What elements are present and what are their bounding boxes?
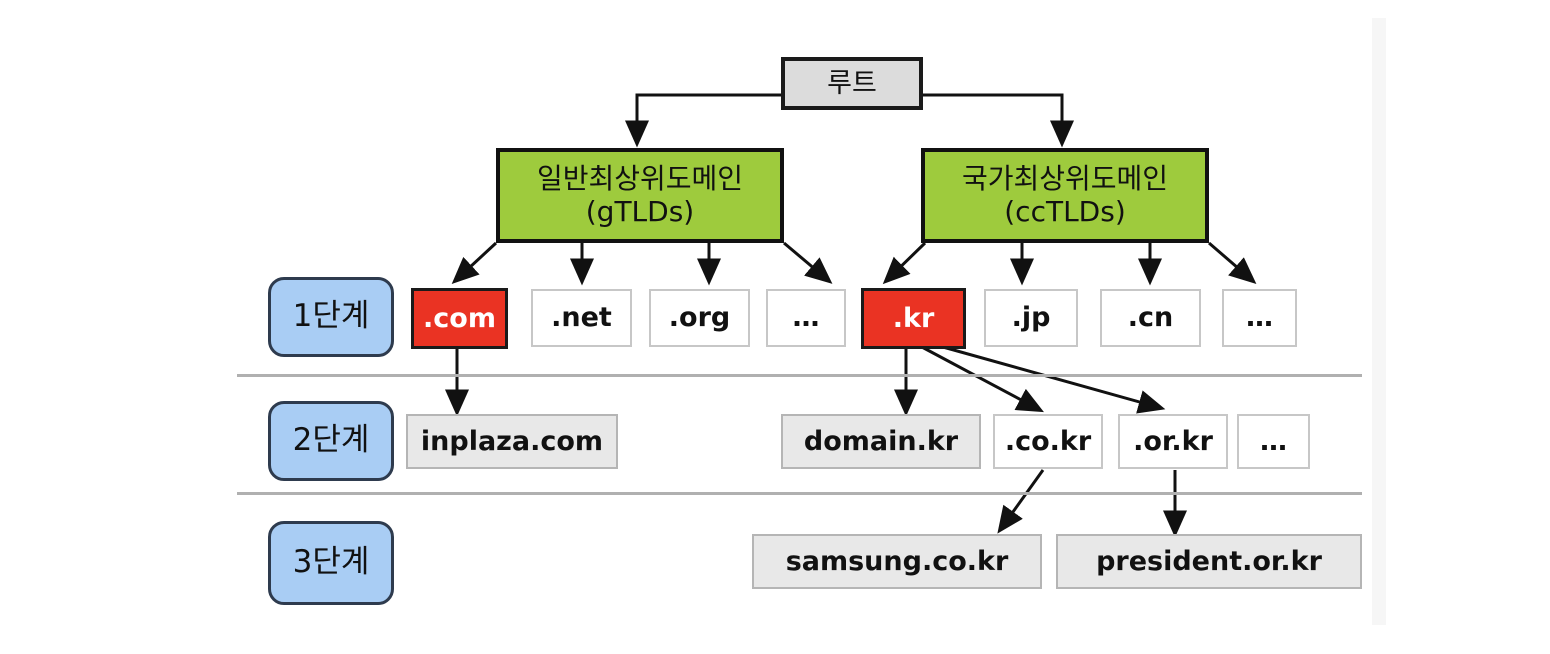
edge-cokr-to-samsung: [997, 469, 1045, 534]
separator-level2-level3: [237, 492, 1362, 495]
edge-root-to-gtld: [625, 93, 781, 148]
separator-level1-level2: [237, 374, 1362, 377]
node-tld-com-label: .com: [423, 302, 496, 334]
node-tld-cn[interactable]: .cn: [1100, 289, 1201, 347]
node-domain-samsung-label: samsung.co.kr: [785, 545, 1009, 577]
edge-gtld-to-com: [451, 241, 498, 285]
node-gtld[interactable]: 일반최상위도메인 (gTLDs): [496, 148, 784, 243]
node-root[interactable]: 루트: [781, 57, 923, 110]
node-gtld-label: 일반최상위도메인 (gTLDs): [536, 162, 744, 228]
edge-gtld-to-ellipsis: [783, 241, 833, 284]
node-domain-inplaza[interactable]: inplaza.com: [406, 414, 618, 469]
node-domain-cokr-label: .co.kr: [1004, 425, 1092, 457]
node-domain-orkr-label: .or.kr: [1133, 425, 1213, 457]
level-label-1[interactable]: 1단계: [268, 277, 394, 357]
edge-cctld-to-ellipsis: [1208, 241, 1257, 284]
edge-cctld-to-kr: [882, 241, 927, 285]
node-domain-orkr[interactable]: .or.kr: [1118, 414, 1228, 469]
node-tld-cctld-ellipsis-label: …: [1246, 302, 1273, 334]
node-tld-kr[interactable]: .kr: [861, 288, 966, 349]
level-label-2[interactable]: 2단계: [268, 401, 394, 481]
node-tld-net-label: .net: [551, 302, 612, 334]
edge-kr-to-cokr: [919, 344, 1044, 413]
level-label-3[interactable]: 3단계: [268, 521, 394, 605]
node-tld-cctld-ellipsis[interactable]: …: [1222, 289, 1297, 347]
vertical-scrollbar-track[interactable]: [1372, 18, 1386, 625]
node-tld-jp-label: .jp: [1011, 302, 1051, 334]
node-tld-com[interactable]: .com: [411, 288, 508, 349]
node-tld-org-label: .org: [668, 302, 731, 334]
node-cctld-label: 국가최상위도메인 (ccTLDs): [961, 162, 1169, 228]
node-tld-org[interactable]: .org: [649, 289, 750, 347]
node-tld-gtld-ellipsis[interactable]: …: [766, 289, 846, 347]
node-tld-cn-label: .cn: [1127, 302, 1174, 334]
node-domain-president[interactable]: president.or.kr: [1056, 534, 1362, 589]
node-tld-jp[interactable]: .jp: [984, 289, 1078, 347]
node-domain-cokr[interactable]: .co.kr: [993, 414, 1103, 469]
level-label-1-text: 1단계: [292, 298, 370, 335]
node-domain-president-label: president.or.kr: [1096, 545, 1322, 577]
node-domain-samsung[interactable]: samsung.co.kr: [752, 534, 1042, 589]
node-domain-inplaza-label: inplaza.com: [420, 425, 604, 457]
node-tld-gtld-ellipsis-label: …: [792, 302, 820, 334]
node-domain-kr-ellipsis-label: …: [1260, 425, 1287, 457]
level-label-2-text: 2단계: [292, 422, 370, 459]
node-domain-kr-ellipsis[interactable]: …: [1237, 414, 1310, 469]
node-tld-net[interactable]: .net: [531, 289, 632, 347]
node-root-label: 루트: [827, 67, 877, 99]
level-label-3-text: 3단계: [292, 544, 370, 581]
node-cctld[interactable]: 국가최상위도메인 (ccTLDs): [921, 148, 1209, 243]
node-tld-kr-label: .kr: [892, 302, 935, 334]
edge-root-to-cctld: [923, 93, 1074, 148]
node-domain-domainkr[interactable]: domain.kr: [781, 414, 981, 469]
node-domain-domainkr-label: domain.kr: [803, 425, 959, 457]
